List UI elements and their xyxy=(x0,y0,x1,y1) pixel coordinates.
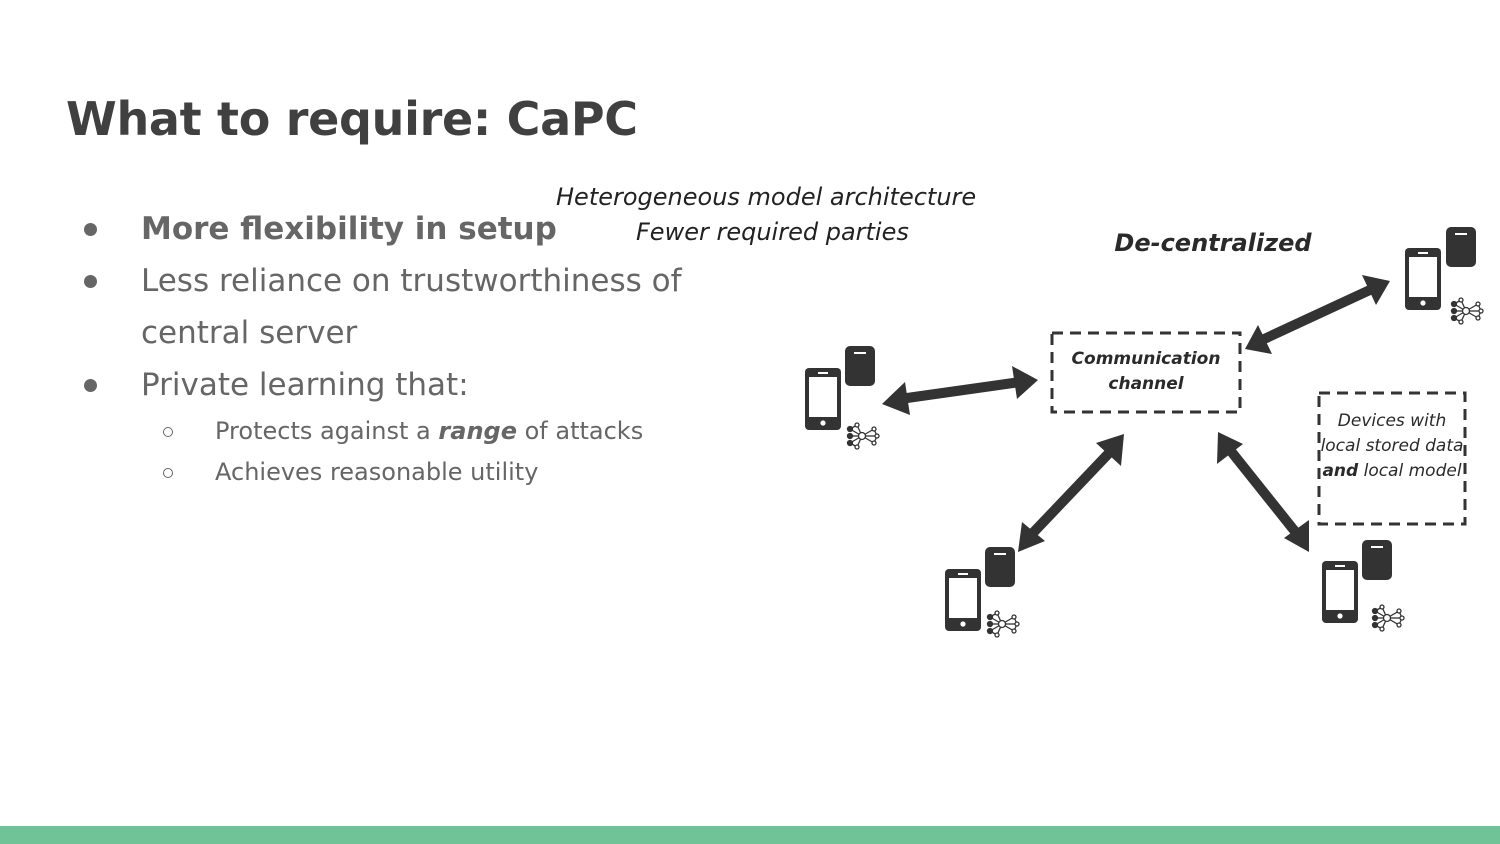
subbullet-ring-icon xyxy=(163,427,173,437)
bullet-item: Private learning that: xyxy=(80,359,791,411)
subbullet-item: Achieves reasonable utility xyxy=(80,452,815,493)
annotation-architecture: Heterogeneous model architecture xyxy=(556,183,977,211)
bullet-dot-icon xyxy=(84,223,97,236)
legend-emphasis: and xyxy=(1322,461,1359,481)
arrow-bottom-right-device xyxy=(1217,432,1309,552)
subbullet-ring-icon xyxy=(163,468,173,478)
subbullet-item: Protects against a range of attacks xyxy=(80,411,815,452)
annotation-parties: Fewer required parties xyxy=(636,218,909,246)
database-icon xyxy=(1446,227,1476,267)
arrow-left-device xyxy=(882,366,1038,415)
bullet-list: More flexibility in setup Less reliance … xyxy=(80,203,815,493)
bullet-text: More flexibility in setup xyxy=(141,211,557,247)
bullet-item: More flexibility in setup xyxy=(80,203,791,255)
bullet-dot-icon xyxy=(84,379,97,392)
neural-network-icon xyxy=(1450,297,1484,325)
neural-network-icon xyxy=(1371,604,1405,632)
phone-icon xyxy=(1322,561,1358,623)
diagram-title: De-centralized xyxy=(1114,229,1312,257)
legend-text: Devices with local stored data xyxy=(1320,411,1464,456)
neural-network-icon xyxy=(846,422,880,450)
subbullet-text: of attacks xyxy=(516,417,644,445)
subbullet-text: Protects against a xyxy=(215,417,439,445)
arrow-bottom-left-device xyxy=(1018,434,1124,552)
phone-icon xyxy=(945,569,981,631)
legend-label: Devices with local stored data and local… xyxy=(1319,409,1465,484)
arrow-top-right-device xyxy=(1245,275,1390,354)
device-bottom-left xyxy=(945,547,1020,638)
database-icon xyxy=(1362,540,1392,580)
legend-text: local model xyxy=(1358,461,1462,481)
device-left xyxy=(805,346,880,450)
subbullet-emphasis: range xyxy=(438,417,517,445)
slide-title: What to require: CaPC xyxy=(66,92,638,146)
subbullet-text: Achieves reasonable utility xyxy=(215,458,539,486)
communication-channel-label: Communication channel xyxy=(1071,349,1221,394)
device-bottom-right xyxy=(1322,540,1405,632)
database-icon xyxy=(985,547,1015,587)
phone-icon xyxy=(805,368,841,430)
communication-channel-box xyxy=(1050,331,1242,414)
bullet-text: Private learning that: xyxy=(141,367,469,403)
bottom-accent-bar xyxy=(0,826,1500,844)
database-icon xyxy=(845,346,875,386)
legend-box xyxy=(1317,391,1467,526)
bullet-dot-icon xyxy=(84,275,97,288)
phone-icon xyxy=(1405,248,1441,310)
neural-network-icon xyxy=(986,610,1020,638)
bullet-item: Less reliance on trustworthiness of cent… xyxy=(80,255,791,359)
device-top-right xyxy=(1405,227,1484,325)
bullet-text: Less reliance on trustworthiness of cent… xyxy=(141,263,682,351)
